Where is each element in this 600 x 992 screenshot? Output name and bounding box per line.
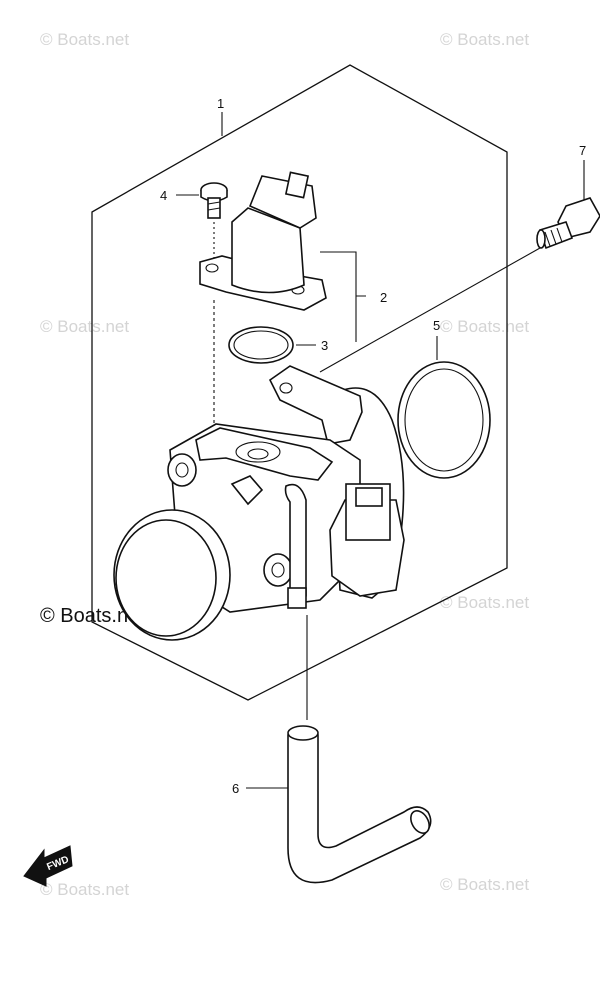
callout-5: 5 [433,318,440,333]
watermark-top-left: © Boats.net [40,30,129,49]
leader-2 [320,251,366,342]
watermark-lower-right: © Boats.net [440,593,529,612]
assembly-frame [91,64,508,701]
callout-2: 2 [380,290,387,305]
callout-7: 7 [579,143,586,158]
watermark-bottom-right: © Boats.net [440,875,529,894]
part-5-gasket [397,361,491,479]
watermark-mid-left: © Boats.net [40,317,129,336]
watermark-top-right: © Boats.net [440,30,529,49]
watermarks: © Boats.net © Boats.net © Boats.net © Bo… [40,30,529,899]
part-3-oring [228,326,294,364]
callout-3: 3 [321,338,328,353]
assembly-line-bolt [319,247,541,373]
part-4-screw [176,182,228,258]
throttle-body [113,365,405,641]
part-7-bolt [536,160,600,250]
fwd-badge: FWD [23,845,73,887]
callout-1: 1 [217,96,224,111]
watermark-bottom-left: © Boats.net [40,880,129,899]
watermark-mid-right: © Boats.net [440,317,529,336]
callout-6: 6 [232,781,239,796]
part-6-hose [287,725,432,884]
arrow-left-icon [23,845,73,887]
callout-4: 4 [160,188,167,203]
part-2-sensor [199,171,327,311]
